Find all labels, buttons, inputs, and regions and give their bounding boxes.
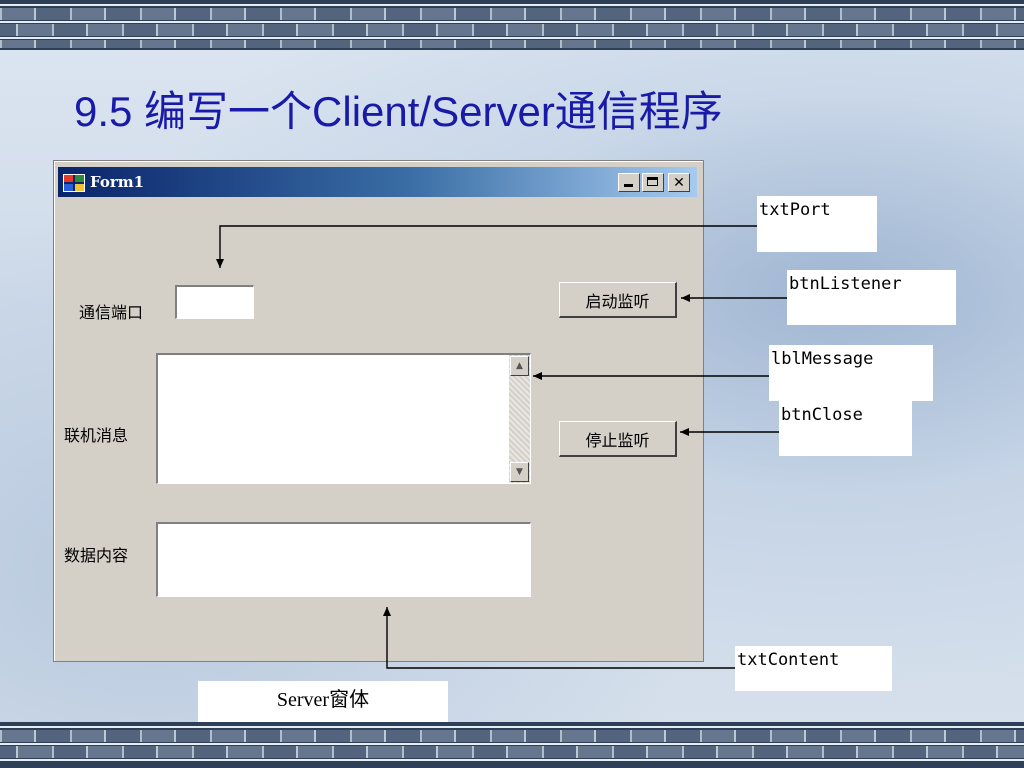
- arrow-txtcontent: [383, 607, 735, 669]
- callout-btnclose: btnClose: [779, 401, 912, 456]
- form-window: Form1 ✕ 通信端口 启动监听 联机消息 ▲ ▼ 停止监听 数据内容: [53, 160, 704, 662]
- message-box[interactable]: ▲ ▼: [155, 352, 532, 485]
- arrow-txtport: [216, 225, 757, 268]
- start-listen-button[interactable]: 启动监听: [559, 282, 677, 318]
- port-input[interactable]: [174, 284, 255, 320]
- maximize-icon: [647, 177, 658, 186]
- scroll-up-icon[interactable]: ▲: [510, 356, 529, 376]
- callout-txtcontent: txtContent: [735, 646, 892, 691]
- window-titlebar[interactable]: Form1 ✕: [58, 167, 697, 197]
- close-button[interactable]: ✕: [668, 173, 690, 192]
- callout-lblmessage: lblMessage: [769, 345, 933, 401]
- content-input[interactable]: [155, 521, 532, 598]
- bottom-decorative-band: [0, 722, 1024, 768]
- minimize-icon: [624, 184, 633, 187]
- scroll-down-icon[interactable]: ▼: [510, 462, 529, 482]
- callout-btnlistener: btnListener: [787, 270, 956, 325]
- close-icon: ✕: [673, 175, 685, 191]
- slide-title: 9.5 编写一个Client/Server通信程序: [74, 88, 723, 135]
- top-decorative-band: [0, 0, 1024, 50]
- message-label: 联机消息: [64, 426, 129, 445]
- app-icon: [63, 174, 85, 192]
- window-title: Form1: [90, 173, 145, 191]
- callout-txtport: txtPort: [757, 196, 877, 252]
- port-label: 通信端口: [79, 303, 144, 322]
- stop-listen-button[interactable]: 停止监听: [559, 421, 677, 457]
- content-label: 数据内容: [64, 546, 129, 565]
- maximize-button[interactable]: [642, 173, 664, 192]
- message-scrollbar[interactable]: ▲ ▼: [509, 355, 530, 483]
- minimize-button[interactable]: [618, 173, 640, 192]
